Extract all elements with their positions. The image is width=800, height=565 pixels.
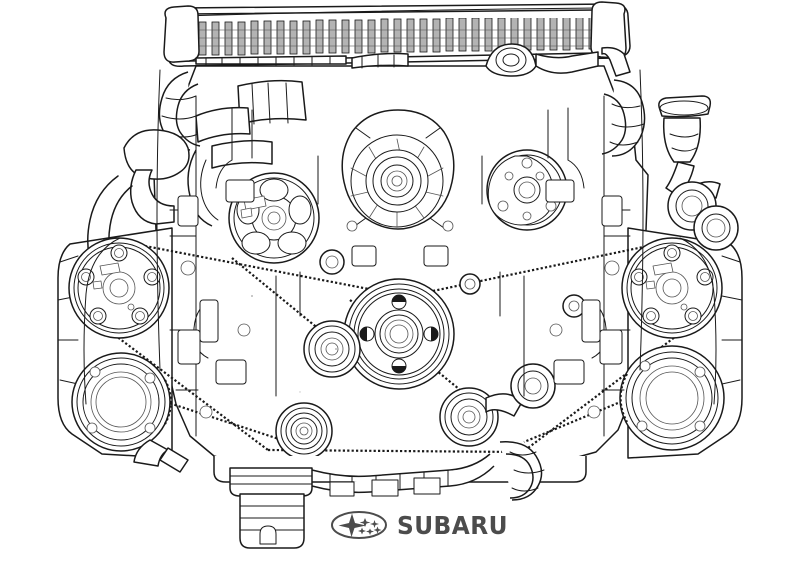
idler-pulley-mid [303, 320, 361, 378]
block-detail-boxes [177, 179, 623, 385]
crank-pulley-bolts [359, 294, 439, 374]
tensioner-pulley [439, 387, 523, 447]
subaru-logo: SUBARU [330, 508, 516, 542]
outer-contours [83, 69, 717, 405]
cam-sprocket-right [621, 237, 723, 339]
crankshaft-pulley [343, 278, 455, 390]
cam-sprocket-left [68, 237, 170, 339]
block-small-bosses [180, 220, 620, 419]
alternator [341, 109, 455, 230]
subaru-pleiades-oval-star-icon [331, 511, 387, 539]
cam-sprocket-lower-left [71, 352, 172, 452]
intake-and-plumbing [87, 43, 739, 273]
lower-assembly [133, 439, 587, 549]
subaru-wordmark: SUBARU [397, 510, 508, 540]
auxiliary-bosses [251, 249, 586, 409]
idler-pulley-bottom [275, 402, 333, 460]
cam-sprocket-lower-right [619, 345, 725, 451]
